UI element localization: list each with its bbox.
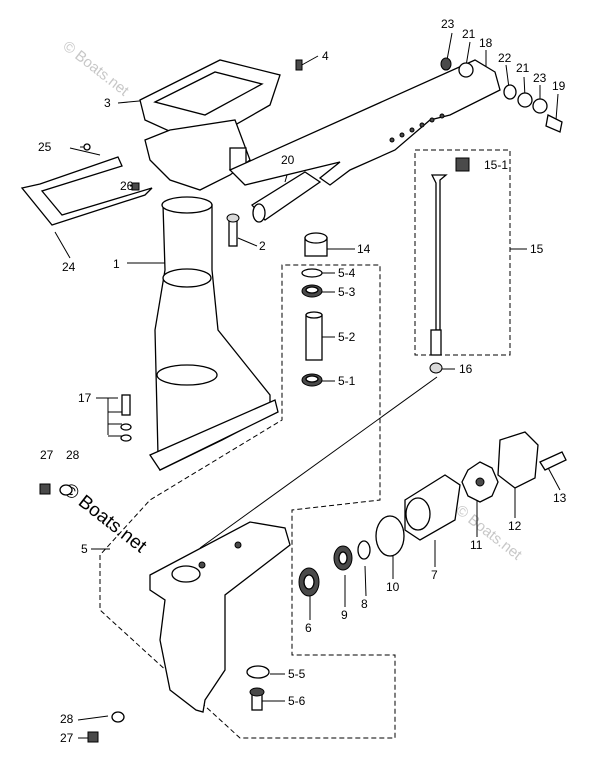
callout-17: 17 <box>78 391 92 405</box>
callout-25: 25 <box>38 140 52 154</box>
bolt-17 <box>120 394 132 442</box>
drive-shaft-housing <box>149 196 279 471</box>
callout-labels: 1 2 3 4 5 5-1 5-2 5-3 5-4 5-5 5-6 6 7 8 … <box>38 17 567 745</box>
shift-rod <box>429 157 470 374</box>
callout-23-top: 23 <box>441 17 455 31</box>
callout-10: 10 <box>386 580 400 594</box>
callout-21-right: 21 <box>516 61 530 75</box>
callout-19: 19 <box>552 79 566 93</box>
screw-13 <box>539 451 567 471</box>
sleeve-5-2 <box>305 311 323 361</box>
collar-5-5 <box>246 665 270 679</box>
callout-5-6: 5-6 <box>288 694 306 708</box>
callout-18: 18 <box>479 36 493 50</box>
bearing-9 <box>333 545 353 571</box>
callout-15: 15 <box>530 242 544 256</box>
callout-11: 11 <box>470 538 483 552</box>
callout-20: 20 <box>281 153 295 167</box>
tiller-hardware <box>440 57 563 133</box>
callout-28-bottom: 28 <box>60 712 74 726</box>
gear-case <box>149 521 291 713</box>
callout-13: 13 <box>553 491 567 505</box>
callout-1: 1 <box>113 257 120 271</box>
callout-22: 22 <box>498 51 512 65</box>
bolt-2 <box>226 213 240 247</box>
callout-21-top: 21 <box>462 27 476 41</box>
callout-16: 16 <box>459 362 473 376</box>
callout-5-1: 5-1 <box>338 374 356 388</box>
callout-23-right: 23 <box>533 71 547 85</box>
callout-26: 26 <box>120 179 134 193</box>
callout-5-3: 5-3 <box>338 285 356 299</box>
callout-27-top: 27 <box>40 448 54 462</box>
callout-5: 5 <box>81 542 88 556</box>
callout-3: 3 <box>104 96 111 110</box>
carry-handle <box>20 143 153 226</box>
callout-9: 9 <box>341 608 348 622</box>
callout-2: 2 <box>259 239 266 253</box>
callout-5-5: 5-5 <box>288 667 306 681</box>
tiller-arm <box>228 59 501 186</box>
callout-15-1: 15-1 <box>484 158 508 172</box>
assembly-outline-15 <box>414 149 511 356</box>
ring-8 <box>357 540 371 560</box>
callout-5-4: 5-4 <box>338 266 356 280</box>
callout-8: 8 <box>361 597 368 611</box>
plate-12 <box>497 431 539 489</box>
callout-12: 12 <box>508 519 522 533</box>
callout-28-top: 28 <box>66 448 80 462</box>
pump-housing-7 <box>404 474 461 541</box>
assembly-outline-5 <box>99 264 396 739</box>
tiller-grip <box>251 171 322 223</box>
drain-plug-lower <box>87 711 125 743</box>
callout-14: 14 <box>357 242 371 256</box>
callout-6: 6 <box>305 621 312 635</box>
watermark-top: © Boats.net <box>60 38 133 100</box>
bearing-6 <box>298 567 320 597</box>
watermark-middle: © Boats.net <box>59 479 151 557</box>
callout-27-bottom: 27 <box>60 731 74 745</box>
callout-5-2: 5-2 <box>338 330 356 344</box>
swivel-bracket-top <box>139 59 303 191</box>
sleeve-14 <box>304 232 328 257</box>
callout-7: 7 <box>431 568 438 582</box>
bearing-5-1 <box>301 373 323 387</box>
impeller-11 <box>461 461 499 503</box>
oring-10 <box>375 515 405 557</box>
ring-5-4 <box>301 268 323 278</box>
callout-4: 4 <box>322 49 329 63</box>
bolt-5-6 <box>249 687 265 711</box>
bearing-5-3 <box>301 284 323 298</box>
drain-plug-upper <box>39 483 73 496</box>
callout-24: 24 <box>62 260 76 274</box>
